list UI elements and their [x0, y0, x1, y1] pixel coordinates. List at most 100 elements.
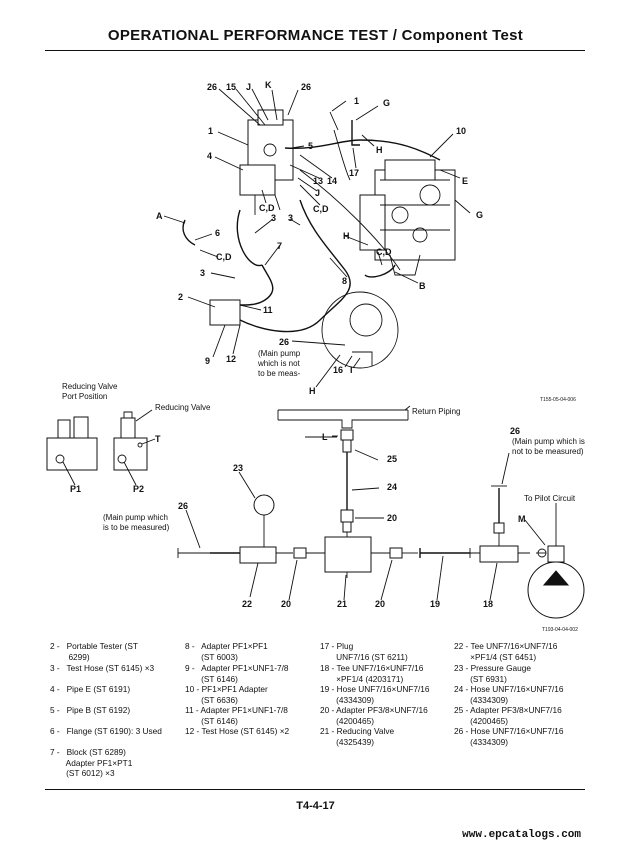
- label-21: 21: [337, 599, 347, 609]
- valve-assembly-drawing: [239, 109, 294, 215]
- label-16: 16: [333, 365, 343, 375]
- label-j2: J: [315, 188, 320, 198]
- label-m: M: [518, 514, 526, 524]
- label-l: L: [322, 432, 328, 442]
- main-pump-right-1: (Main pump which is: [512, 437, 585, 446]
- label-20-top: 20: [387, 513, 397, 523]
- main-pump-right-2: not to be measured): [512, 447, 584, 456]
- label-a: A: [156, 211, 163, 221]
- legend-item: 25 - Adapter PF3/8×UNF7/16 (4200465): [454, 705, 562, 726]
- label-3c: 3: [200, 268, 205, 278]
- label-g: G: [383, 98, 390, 108]
- label-23: 23: [233, 463, 243, 473]
- label-b: B: [419, 281, 426, 291]
- label-11: 11: [263, 305, 273, 315]
- callout-text-3: to be meas-: [258, 369, 301, 378]
- label-26-left: 26: [178, 501, 188, 511]
- reducing-valve-label: Reducing Valve: [155, 403, 211, 412]
- label-cd4: C,D: [376, 247, 392, 257]
- legend-item: 18 - Tee UNF7/16×UNF7/16 ×PF1/4 (4203171…: [320, 663, 424, 684]
- label-g2: G: [476, 210, 483, 220]
- return-piping-label: Return Piping: [412, 407, 460, 416]
- label-p2: P2: [133, 484, 144, 494]
- label-26b: 26: [301, 82, 311, 92]
- label-i: I: [350, 365, 353, 375]
- main-pump-left-2: is to be measured): [103, 523, 170, 532]
- top-figure-code: T155-05-04-006: [540, 397, 576, 403]
- legend-item: 2 - Portable Tester (ST 6299): [50, 641, 138, 662]
- watermark-link[interactable]: www.epcatalogs.com: [462, 829, 581, 841]
- reducing-valve-port-label-1: Reducing Valve: [62, 382, 118, 391]
- pilot-circuit-label: To Pilot Circuit: [524, 494, 576, 503]
- legend-item: 6 - Flange (ST 6190): 3 Used: [50, 726, 162, 736]
- label-2: 2: [178, 292, 183, 302]
- label-3b: 3: [288, 213, 293, 223]
- label-8: 8: [342, 276, 347, 286]
- label-h1: H: [376, 145, 383, 155]
- legend-item: 24 - Hose UNF7/16×UNF7/16 (4334309): [454, 684, 564, 705]
- label-15: 15: [226, 82, 236, 92]
- legend-item: 19 - Hose UNF7/16×UNF7/16 (4334309): [320, 684, 430, 705]
- label-t: T: [155, 434, 161, 444]
- legend-item: 20 - Adapter PF3/8×UNF7/16 (4200465): [320, 705, 428, 726]
- label-12: 12: [226, 354, 236, 364]
- legend-item: 5 - Pipe B (ST 6192): [50, 705, 131, 715]
- label-18: 18: [483, 599, 493, 609]
- legend-item: 11 - Adapter PF1×UNF1-7/8 (ST 6146): [185, 705, 288, 726]
- legend-item: 3 - Test Hose (ST 6145) ×3: [50, 663, 155, 673]
- callout-text-2: which is not: [257, 359, 301, 368]
- page-number: T4-4-17: [296, 800, 335, 812]
- label-j: J: [246, 82, 251, 92]
- label-cd3: C,D: [216, 252, 232, 262]
- footer-rule: [45, 789, 585, 790]
- callout-text-1: (Main pump: [258, 349, 301, 358]
- legend-item: 21 - Reducing Valve (4325439): [320, 726, 395, 747]
- label-h3: H: [309, 386, 316, 396]
- bottom-figure-code: T193-04-04-002: [542, 627, 578, 633]
- label-22: 22: [242, 599, 252, 609]
- label-1b: 1: [208, 126, 213, 136]
- legend-item: 12 - Test Hose (ST 6145) ×2: [185, 726, 290, 736]
- label-3a: 3: [271, 213, 276, 223]
- reducing-valve-port-label-2: Port Position: [62, 392, 107, 401]
- label-cd2: C,D: [313, 204, 329, 214]
- label-24: 24: [387, 482, 397, 492]
- legend-item: 26 - Hose UNF7/16×UNF7/16 (4334309): [454, 726, 564, 747]
- label-p1: P1: [70, 484, 81, 494]
- legend-item: 10 - PF1×PF1 Adapter (ST 6636): [185, 684, 268, 705]
- main-pump-left-1: (Main pump which: [103, 513, 168, 522]
- label-26-right: 26: [510, 426, 520, 436]
- page-title: OPERATIONAL PERFORMANCE TEST / Component…: [107, 27, 524, 44]
- legend-item: 9 - Adapter PF1×UNF1-7/8 (ST 6146): [185, 663, 289, 684]
- label-14: 14: [327, 176, 337, 186]
- label-13: 13: [313, 176, 323, 186]
- title-rule: [45, 50, 585, 51]
- label-7: 7: [277, 241, 282, 251]
- label-26c: 26: [279, 337, 289, 347]
- label-6: 6: [215, 228, 220, 238]
- legend-item: 4 - Pipe E (ST 6191): [50, 684, 131, 694]
- label-25: 25: [387, 454, 397, 464]
- label-4: 4: [207, 151, 212, 161]
- label-9: 9: [205, 356, 210, 366]
- label-cd1: C,D: [259, 203, 275, 213]
- label-h2: H: [343, 231, 350, 241]
- legend-item: 7 - Block (ST 6289) Adapter PF1×PT1 (ST …: [50, 747, 133, 779]
- label-17: 17: [349, 168, 359, 178]
- label-5: 5: [308, 141, 313, 151]
- label-20-b: 20: [375, 599, 385, 609]
- reducing-valve-port-drawing: [46, 409, 156, 486]
- legend-item: 17 - Plug UNF7/16 (ST 6211): [320, 641, 408, 662]
- label-10: 10: [456, 126, 466, 136]
- label-e: E: [462, 176, 468, 186]
- label-19: 19: [430, 599, 440, 609]
- legend-item: 8 - Adapter PF1×PF1 (ST 6003): [185, 641, 268, 662]
- label-26: 26: [207, 82, 217, 92]
- label-1a: 1: [354, 96, 359, 106]
- legend-item: 22 - Tee UNF7/16×UNF7/16 ×PF1/4 (ST 6451…: [454, 641, 558, 662]
- label-k: K: [265, 80, 272, 90]
- label-20-a: 20: [281, 599, 291, 609]
- legend-item: 23 - Pressure Gauge (ST 6931): [454, 663, 532, 684]
